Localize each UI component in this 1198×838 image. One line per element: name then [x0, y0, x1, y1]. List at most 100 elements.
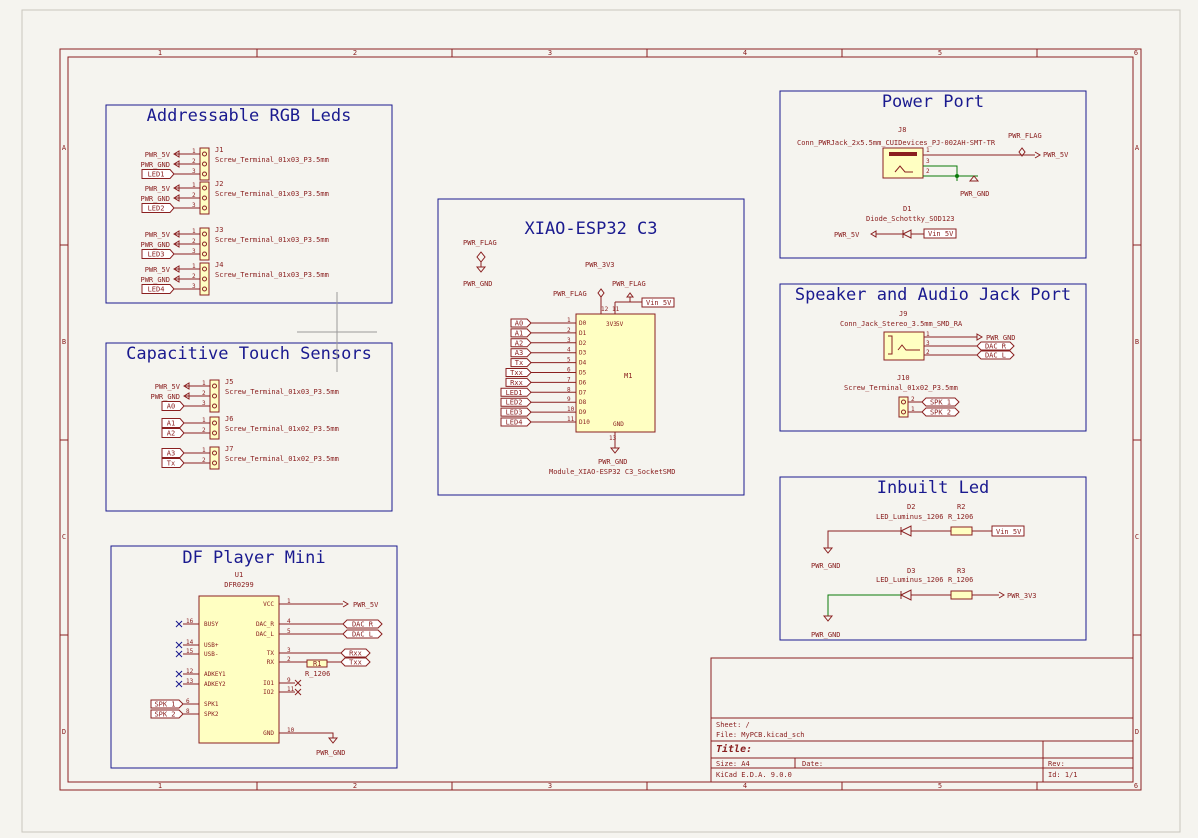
power-arrow — [173, 194, 180, 202]
power-net-label: PWR_5V — [145, 231, 171, 239]
tb-rev: Rev: — [1048, 760, 1065, 768]
net-label: LED2 — [148, 205, 165, 213]
xiao-net-box — [510, 338, 532, 348]
frame-row-left: A — [62, 144, 67, 152]
block-speaker-port[interactable]: Speaker and Audio Jack Port J9 Conn_Jack… — [779, 283, 1087, 432]
net-label-box — [141, 284, 175, 294]
xiao-net-box — [510, 348, 532, 358]
terminal-pin-number: 3 — [202, 400, 206, 407]
xiao-net-label: LED4 — [506, 419, 523, 427]
xiao-gnd-pin: GND — [613, 421, 624, 428]
xiao-pin-number: 9 — [567, 396, 571, 403]
net-label-box — [141, 203, 175, 213]
terminal-pin — [202, 151, 207, 157]
r1-resistor — [306, 659, 328, 668]
xiao-5v-pin: 5V — [616, 321, 624, 328]
xiao-pin-name: D4 — [579, 360, 587, 367]
dfp-right-pin-name: TX — [267, 650, 275, 657]
tb-title: Title: — [716, 743, 752, 755]
xiao-pin11: 11 — [612, 306, 620, 313]
dfp-right-pin-name: GND — [263, 730, 274, 737]
power-arrow — [183, 382, 190, 390]
r1-ref: R1 — [313, 660, 321, 668]
frame-col-top: 1 — [158, 49, 162, 57]
tb-date: Date: — [802, 760, 823, 768]
terminal-pin-number: 3 — [192, 202, 196, 209]
xiao-net-box — [505, 368, 532, 377]
led-row1-gnd — [822, 547, 834, 554]
r1-value: R_1206 — [305, 670, 330, 678]
j10-net-label: SPK_1 — [930, 399, 951, 407]
dfp-right-pin-name: VCC — [263, 601, 274, 608]
xiao-pin-name: D0 — [579, 320, 587, 327]
block-touch-sensors[interactable]: Capacitive Touch Sensors 123J5Screw_Term… — [105, 342, 393, 512]
dfp-left-pin-num: 16 — [186, 618, 194, 625]
net-label-box — [141, 169, 175, 179]
frame-col-top: 2 — [353, 49, 357, 57]
terminal-body — [199, 227, 210, 261]
j8-pin3: 3 — [926, 158, 930, 165]
xiao-pin12: 12 — [601, 306, 609, 313]
block-xiao-esp32[interactable]: XIAO-ESP32 C3 PWR_FLAG PWR_GND PWR_3V3 P… — [437, 198, 745, 496]
power-net-label: PWR_5V — [155, 383, 181, 391]
power-arrow — [173, 160, 180, 168]
no-connect-marker — [175, 680, 183, 688]
terminal-pin-number: 1 — [202, 447, 206, 454]
frame-row-left: C — [62, 533, 66, 541]
terminal-ref: J3 — [215, 226, 223, 234]
j9-ref: J9 — [899, 310, 907, 318]
terminal-value: Screw_Terminal_01x02_P3.5mm — [225, 425, 339, 433]
xiao-net-box — [500, 397, 532, 407]
dfp-right-pin-num: 2 — [287, 656, 291, 663]
xiao-net-box — [510, 358, 532, 368]
terminal-pin — [212, 430, 217, 436]
no-connect-marker — [175, 620, 183, 628]
terminal-pin-number: 3 — [192, 248, 196, 255]
crosshair-cursor — [297, 292, 377, 372]
d1-right-box — [923, 228, 957, 239]
dfp-net-box — [340, 657, 371, 667]
xiao-pin-name: D2 — [579, 340, 587, 347]
u1-ref: U1 — [235, 571, 243, 579]
terminal-ref: J5 — [225, 378, 233, 386]
speaker-block-border — [779, 283, 1087, 432]
terminal-value: Screw_Terminal_01x03_P3.5mm — [215, 271, 329, 279]
terminal-pin — [212, 450, 217, 456]
led-vin-label: Vin_5V — [996, 528, 1022, 536]
xiao-pin-number: 4 — [567, 347, 571, 354]
terminal-pin-number: 2 — [192, 238, 196, 245]
frame-col-top: 4 — [743, 49, 747, 57]
dfp-gnd-wire — [279, 732, 339, 744]
terminal-pin-number: 1 — [202, 380, 206, 387]
title-block-grid — [711, 717, 1133, 782]
block-inbuilt-led[interactable]: Inbuilt Led D2 LED_Luminus_1206 R2 R_120… — [779, 476, 1087, 641]
frame-col-bottom: 2 — [353, 782, 357, 790]
xiao-pin-name: D6 — [579, 379, 587, 386]
frame-col-bottom: 3 — [548, 782, 552, 790]
xiao-3v3-label: PWR_3V3 — [585, 261, 615, 269]
block-df-player[interactable]: DF Player Mini U1 DFR0299 BUSY16USB+14US… — [110, 545, 398, 769]
power-gnd-label: PWR_GND — [960, 190, 990, 198]
terminal-value: Screw_Terminal_01x03_P3.5mm — [215, 236, 329, 244]
block-power-port[interactable]: Power Port J8 Conn_PWRJack_2x5.5mm_CUIDe… — [779, 90, 1087, 259]
terminal-pin — [212, 393, 217, 399]
power-flag-label: PWR_FLAG — [1008, 132, 1042, 140]
block-rgb-leds[interactable]: Addressable RGB Leds 123J1Screw_Terminal… — [105, 104, 393, 304]
led-row2-wires — [899, 589, 1005, 601]
dfp-right-pin-name: RX — [267, 659, 275, 666]
power-net-label: PWR_5V — [145, 151, 171, 159]
terminal-pin-number: 1 — [192, 263, 196, 270]
terminal-value: Screw_Terminal_01x03_P3.5mm — [215, 156, 329, 164]
j10-value: Screw_Terminal_01x02_P3.5mm — [844, 384, 958, 392]
j8-pin1: 1 — [926, 147, 930, 154]
xiao-pin-name: D10 — [579, 419, 590, 426]
xiao-vin-label-box — [641, 297, 675, 308]
frame-col-bottom: 1 — [158, 782, 162, 790]
power-arrow — [173, 275, 180, 283]
touch-block-title: Capacitive Touch Sensors — [126, 344, 372, 364]
dfp-net-box — [150, 699, 184, 709]
d3-ref: D3 — [907, 567, 915, 575]
j9-pin-number: 2 — [926, 349, 930, 356]
dfp-right-pin-num: 4 — [287, 618, 291, 625]
